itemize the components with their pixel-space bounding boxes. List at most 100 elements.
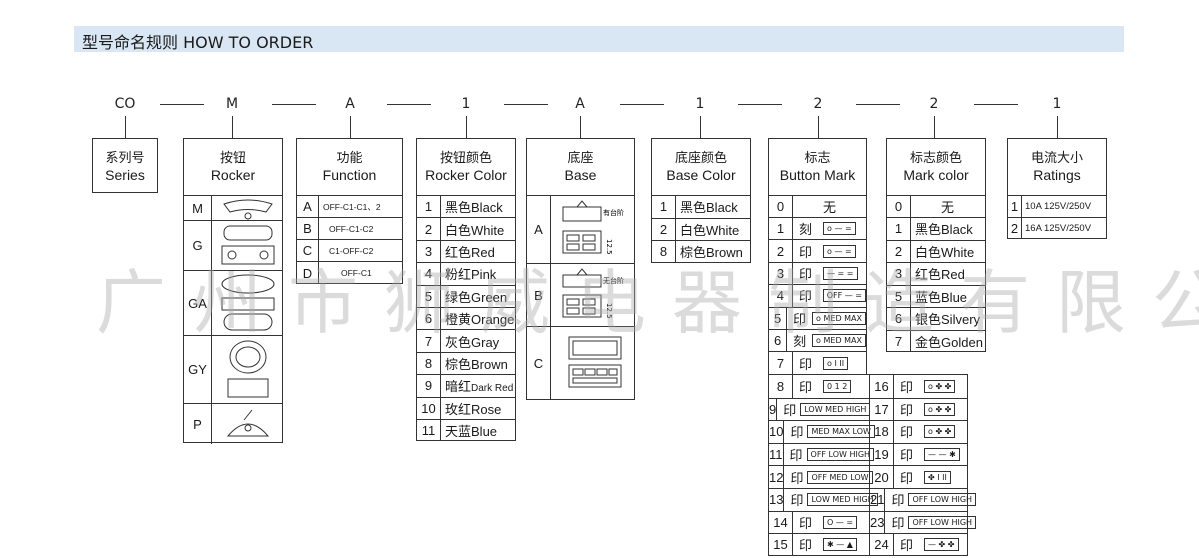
rocker-color-value-en: Red	[471, 244, 495, 260]
rocker-color-key: 9	[417, 375, 441, 397]
code-dash	[387, 104, 431, 105]
mark-color-value-en: Red	[941, 267, 965, 283]
code-dash	[620, 104, 664, 105]
mark-color-value-cn: 蓝色	[915, 290, 942, 306]
base-color-value-en: White	[706, 222, 740, 238]
connector-line	[1057, 116, 1058, 138]
function-key: C	[297, 240, 319, 261]
rocker-color-key: 7	[417, 330, 441, 352]
button-mark-print-type: 印	[789, 449, 803, 465]
button-mark-heading-cn: 标志	[804, 151, 831, 166]
mark-color-value: 黑色Black	[911, 219, 973, 238]
ratings-key: 1	[1008, 196, 1022, 217]
button-mark-key: 7	[769, 352, 793, 374]
button-mark-print-type: 印	[900, 471, 914, 487]
ratings-value: 16A 125V/250V	[1025, 223, 1092, 234]
code-dash	[160, 104, 204, 105]
base-key: C	[527, 327, 551, 400]
rocker-row: M	[184, 195, 282, 220]
rocker-color-key: 4	[417, 263, 441, 285]
button-mark-symbol: o — =	[823, 222, 856, 236]
mark-color-value-en: Silvery	[941, 312, 981, 328]
base-heading-cn: 底座	[567, 151, 594, 166]
button-mark-key: 6	[769, 330, 788, 352]
function-row: A OFF-C1-C1、2	[297, 195, 402, 217]
button-mark-symbol: — ✤ ✤	[924, 538, 959, 552]
button-mark-symbol: o ✤ ✤	[924, 402, 956, 416]
rocker-color-key: 11	[417, 420, 441, 442]
rocker-color-value-cn: 红色	[445, 245, 472, 261]
rocker-gy-shape-icon	[227, 340, 269, 398]
button-mark-key: 8	[769, 375, 793, 398]
rocker-color-value-en: Rose	[471, 401, 502, 417]
code-base-color: 1	[695, 96, 705, 112]
button-mark-key: 3	[769, 262, 793, 285]
rocker-color-value-cn: 棕色	[445, 357, 472, 373]
button-mark-symbol: LOW MED HIGH	[800, 402, 871, 416]
rocker-color-key: 2	[417, 218, 441, 240]
button-mark-print-type: 印	[799, 267, 813, 283]
base-b-dim: 12.5	[605, 303, 613, 319]
mark-color-value-cn: 白色	[915, 245, 942, 261]
mark-color-value-en: White	[941, 244, 975, 260]
function-value: C1-OFF-C2	[329, 245, 374, 256]
button-mark-key: 23	[870, 511, 886, 534]
button-mark-symbol: O — =	[823, 515, 858, 529]
code-rocker-color: 1	[461, 96, 471, 112]
button-mark-key: 15	[769, 534, 793, 556]
series-heading: 系列号 Series	[93, 139, 157, 184]
base-color-value: 棕色Brown	[676, 242, 743, 261]
base-color-value-en: Black	[706, 200, 738, 216]
button-mark-symbol: o ✤ ✤	[924, 425, 956, 439]
rocker-color-value: 天蓝Blue	[441, 421, 497, 440]
code-button-mark: 2	[813, 96, 823, 112]
button-mark-key: 20	[870, 466, 894, 488]
button-mark-symbol: OFF LOW HIGH	[908, 515, 977, 529]
header-bar: 型号命名规则 HOW TO ORDER	[74, 26, 1124, 52]
mark-color-key: 6	[887, 308, 911, 330]
rocker-color-value: 玫红Rose	[441, 399, 501, 418]
button-mark-print-type: 印	[900, 380, 914, 396]
button-mark-key: 11	[769, 443, 784, 466]
button-mark-key: 21	[870, 489, 886, 511]
rocker-color-heading-cn: 按钮颜色	[439, 151, 492, 166]
mark-color-key: 5	[887, 285, 911, 307]
button-mark-print-type: 印	[799, 516, 813, 532]
rocker-color-value-en: Dark Red	[471, 383, 514, 395]
rocker-color-value-cn: 黑色	[445, 201, 472, 217]
code-rocker: M	[225, 96, 239, 112]
page-title: 型号命名规则 HOW TO ORDER	[82, 33, 314, 52]
base-color-heading: 底座颜色 Base Color	[652, 139, 750, 184]
connector-line	[818, 116, 819, 138]
base-color-value: 白色White	[676, 220, 739, 239]
button-mark-print-type: 印	[891, 516, 905, 532]
base-color-heading-en: Base Color	[666, 167, 736, 183]
rocker-heading: 按钮 Rocker	[184, 139, 282, 184]
mark-color-heading-cn: 标志颜色	[909, 151, 962, 166]
button-mark-print-type: 印	[900, 426, 914, 442]
rocker-color-key: 10	[417, 397, 441, 419]
rocker-color-key: 6	[417, 308, 441, 330]
button-mark-symbol: OFF LOW HIGH	[908, 493, 977, 507]
base-color-value-cn: 黑色	[680, 201, 707, 217]
button-mark-key: 5	[769, 307, 788, 329]
button-mark-symbol: OFF MED LOW	[807, 470, 873, 484]
button-mark-symbol: ✤ I II	[924, 470, 951, 484]
base-color-heading-cn: 底座颜色	[674, 151, 727, 166]
button-mark-symbol: o I II	[823, 356, 849, 370]
